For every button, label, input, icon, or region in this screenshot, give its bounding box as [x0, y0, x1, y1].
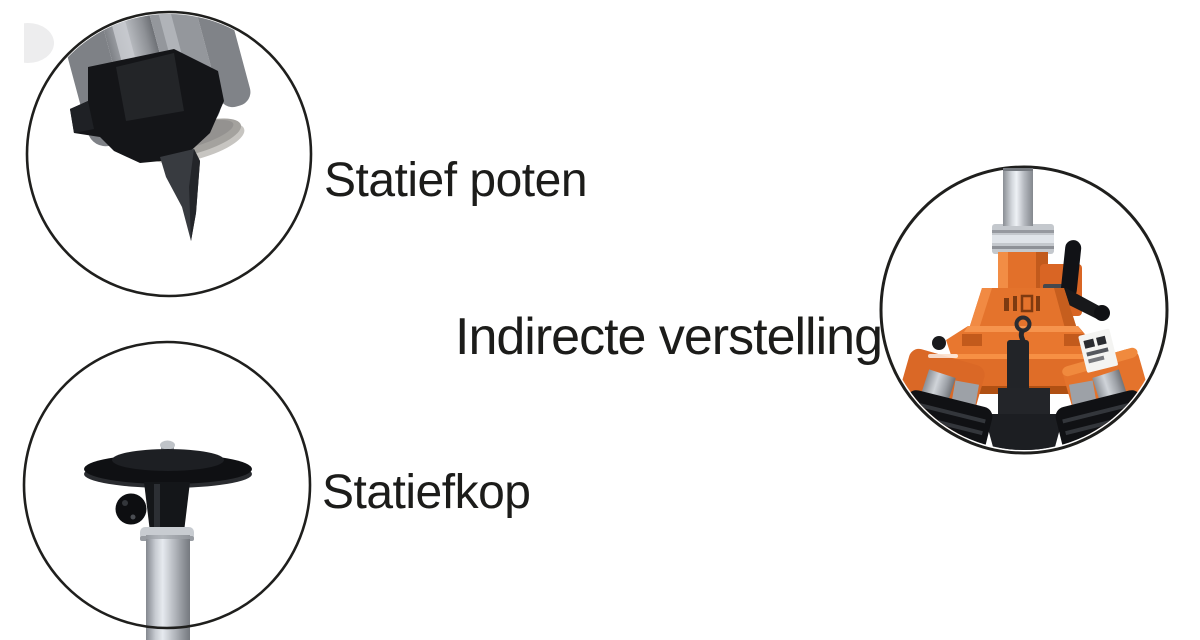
circle-frame [25, 10, 313, 298]
crank-elevator-photo-content [892, 224, 1155, 450]
statiefkop-photo [22, 340, 312, 640]
crank-handle [1060, 240, 1110, 321]
tripod-column [146, 535, 190, 640]
circle-frame [22, 340, 312, 630]
label-statiefkop: Statiefkop [322, 466, 531, 519]
statief-poten-photo [24, 10, 313, 298]
leg-spike-photo-content [55, 14, 251, 241]
photo-haze [24, 23, 54, 63]
circle-frame [879, 165, 1169, 455]
label-statief-poten: Statief poten [324, 154, 588, 207]
label-indirecte-verstelling: Indirecte verstelling [455, 308, 883, 366]
sticker-label [1078, 328, 1118, 373]
pod-knob [932, 336, 946, 350]
elevator-column [1003, 168, 1033, 226]
indirecte-verstelling-photo [879, 165, 1169, 455]
tripod-head-photo-content [84, 440, 252, 541]
